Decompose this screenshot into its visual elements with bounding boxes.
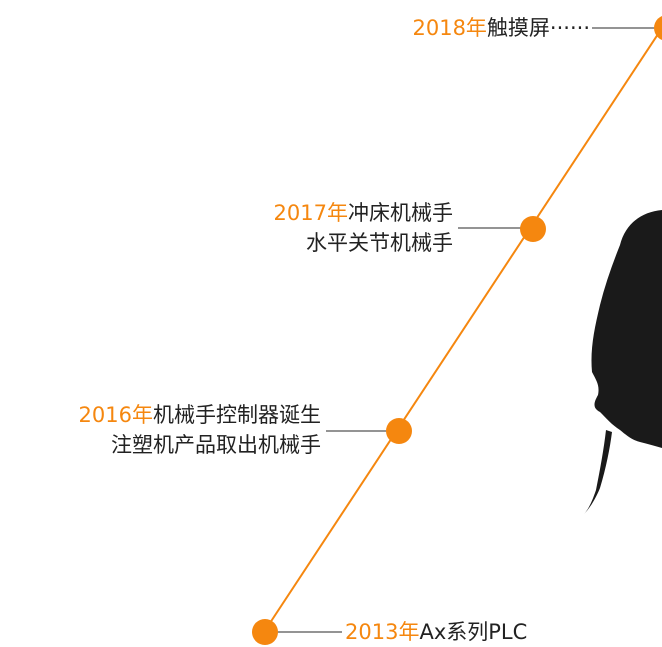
- dark-silhouette-strap: [584, 430, 612, 514]
- milestone-dot-2017: [520, 216, 546, 242]
- milestone-dot-2013: [252, 619, 278, 645]
- milestone-text-2017-line1: 冲床机械手: [348, 201, 453, 225]
- milestone-text-2017-line2: 水平关节机械手: [306, 231, 453, 255]
- milestone-text-2018: 触摸屏······: [486, 16, 590, 40]
- milestone-label-2013: 2013年Ax系列PLC: [345, 617, 527, 647]
- timeline-line: [263, 27, 662, 633]
- milestone-year-2013: 2013年: [345, 620, 420, 644]
- milestone-text-2016-line1: 机械手控制器诞生: [153, 403, 321, 427]
- dark-silhouette-image: [591, 210, 662, 448]
- milestone-dot-2016: [386, 418, 412, 444]
- milestone-dot-2018: [654, 16, 662, 40]
- milestone-label-2018: 2018年触摸屏······: [412, 13, 590, 43]
- milestone-label-2017: 2017年冲床机械手 水平关节机械手: [274, 198, 453, 258]
- milestone-year-2018: 2018年: [412, 16, 487, 40]
- milestone-label-2016: 2016年机械手控制器诞生 注塑机产品取出机械手: [79, 400, 321, 460]
- milestone-year-2016: 2016年: [78, 403, 153, 427]
- milestone-text-2016-line2: 注塑机产品取出机械手: [111, 433, 321, 457]
- milestone-year-2017: 2017年: [273, 201, 348, 225]
- milestone-text-2013: Ax系列PLC: [419, 620, 528, 644]
